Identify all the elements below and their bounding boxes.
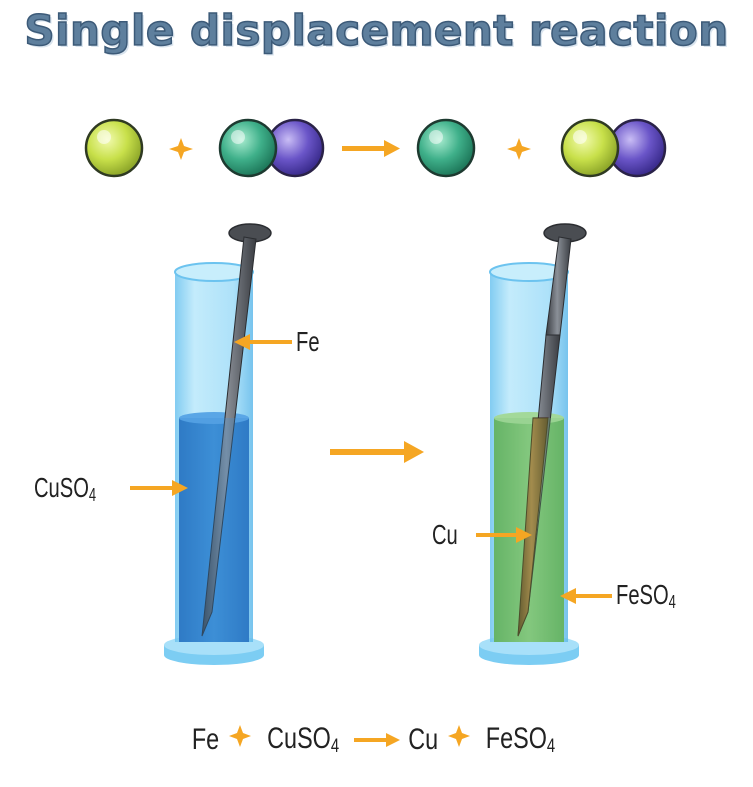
atom-reactant-single xyxy=(84,118,144,178)
equation-feso4: FeSO4 xyxy=(485,722,556,757)
plus-icon xyxy=(507,138,531,160)
atom-product-single xyxy=(416,118,476,178)
label-fe: Fe xyxy=(296,326,320,357)
reaction-arrow-icon xyxy=(342,140,400,157)
atom-reactant-pair xyxy=(218,118,325,178)
equation-cu: Cu xyxy=(407,723,438,756)
plus-icon xyxy=(446,723,472,757)
equation-cuso4: CuSO4 xyxy=(267,722,340,757)
label-arrow-cu xyxy=(476,527,532,543)
page-title: Single displacement reaction xyxy=(24,5,729,56)
plus-icon xyxy=(169,138,193,160)
solution-overlay xyxy=(179,418,249,642)
plus-icon xyxy=(227,723,253,757)
label-cuso4: CuSO4 xyxy=(34,472,97,505)
process-arrow-icon xyxy=(330,441,424,463)
label-arrow-fe xyxy=(234,334,292,350)
label-arrow-feso4 xyxy=(560,588,612,604)
chemical-equation: Fe CuSO4 Cu FeSO4 xyxy=(0,722,753,758)
label-arrow-cuso4 xyxy=(130,480,188,496)
arrow-icon xyxy=(353,723,400,757)
equation-fe: Fe xyxy=(192,723,220,756)
solution-overlay xyxy=(494,418,564,642)
atom-product-pair xyxy=(560,118,667,178)
iron-nail-left xyxy=(201,223,272,637)
label-feso4: FeSO4 xyxy=(616,579,676,612)
label-cu: Cu xyxy=(432,519,458,550)
